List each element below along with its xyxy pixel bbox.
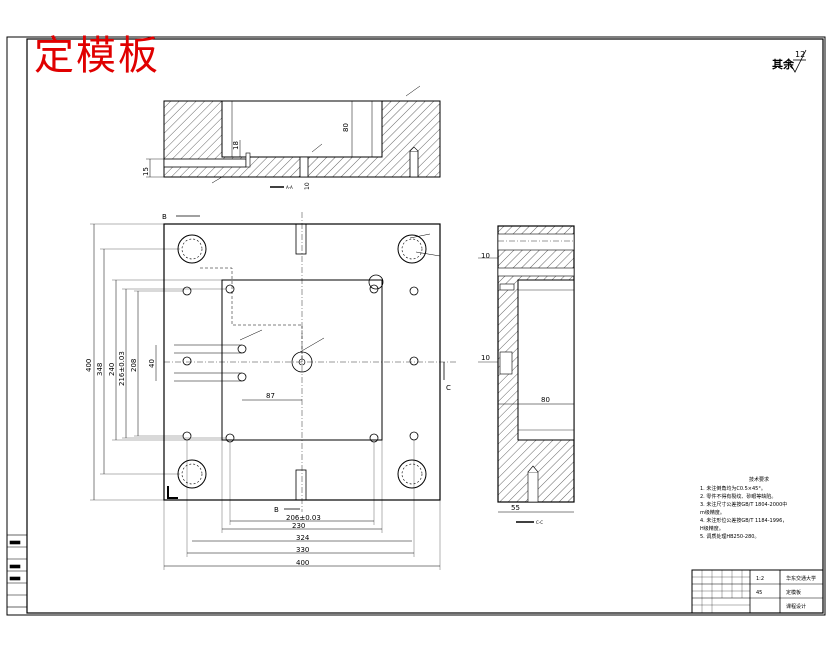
- section-label-top: A-A: [286, 185, 293, 190]
- roughness-note: 其余: [772, 56, 794, 72]
- title-block-school: 华东交通大学: [786, 575, 816, 582]
- title-block-course: 课程设计: [786, 603, 806, 610]
- dim-400: 400: [296, 559, 309, 567]
- side-section-view: [478, 225, 575, 523]
- dim-top-10: 10: [304, 182, 311, 190]
- dim-230: 230: [292, 522, 305, 530]
- dim-side-10b: 10: [481, 354, 490, 362]
- section-marker-b-top: B: [162, 213, 167, 221]
- title-block-drawing-name: 定模板: [786, 589, 801, 596]
- roughness-note-text: 其余: [772, 58, 794, 71]
- dim-330: 330: [296, 546, 309, 554]
- dim-side-80: 80: [541, 396, 550, 404]
- technical-note-line: m级精度。: [700, 510, 725, 516]
- dim-top-18: 18: [232, 141, 240, 150]
- title-block-scale: 1:2: [756, 576, 764, 582]
- technical-notes: 技术要求 1. 未注倒角均为C0.5×45°。 2. 零件不得有裂纹、砂眼等缺陷…: [700, 476, 818, 541]
- dim-side-10a: 10: [481, 252, 490, 260]
- dim-height-348: 348: [96, 363, 104, 376]
- section-marker-c: C: [446, 384, 451, 392]
- drawing-title: 定模板: [34, 33, 160, 79]
- technical-notes-heading: 技术要求: [748, 477, 769, 483]
- technical-note-line: 2. 零件不得有裂纹、砂眼等缺陷。: [700, 494, 777, 500]
- plan-view: [90, 212, 456, 570]
- dim-height-240: 240: [108, 363, 116, 376]
- outer-border: [6, 36, 826, 616]
- technical-note-line: 5. 调质处理HB250-280。: [700, 534, 760, 540]
- technical-note-line: 1. 未注倒角均为C0.5×45°。: [700, 486, 766, 492]
- left-side-table: [6, 534, 28, 608]
- dim-side-55: 55: [511, 504, 520, 512]
- dim-height-216: 216±0.03: [118, 351, 126, 386]
- technical-note-line: H级精度。: [700, 526, 724, 532]
- dim-height-400: 400: [85, 359, 93, 372]
- dim-87: 87: [266, 392, 275, 400]
- dim-depth-80: 80: [342, 123, 350, 132]
- dim-height-208: 208: [130, 359, 138, 372]
- inner-border: [26, 38, 824, 614]
- dim-40: 40: [148, 359, 156, 368]
- section-marker-b-bottom: B: [274, 506, 279, 514]
- title-block-material: 45: [756, 590, 762, 596]
- section-label-side: C-C: [536, 520, 543, 525]
- dim-206: 206±0.03: [286, 514, 321, 522]
- dim-top-15: 15: [142, 167, 150, 176]
- technical-note-line: 3. 未注尺寸公差按GB/T 1804-2000中: [700, 502, 788, 508]
- roughness-value: 12: [795, 50, 806, 59]
- roughness-symbol: [787, 49, 807, 73]
- title-block: [691, 569, 824, 614]
- top-section-view: [146, 85, 441, 188]
- dim-324: 324: [296, 534, 310, 542]
- technical-note-line: 4. 未注形位公差按GB/T 1184-1996，: [700, 518, 788, 524]
